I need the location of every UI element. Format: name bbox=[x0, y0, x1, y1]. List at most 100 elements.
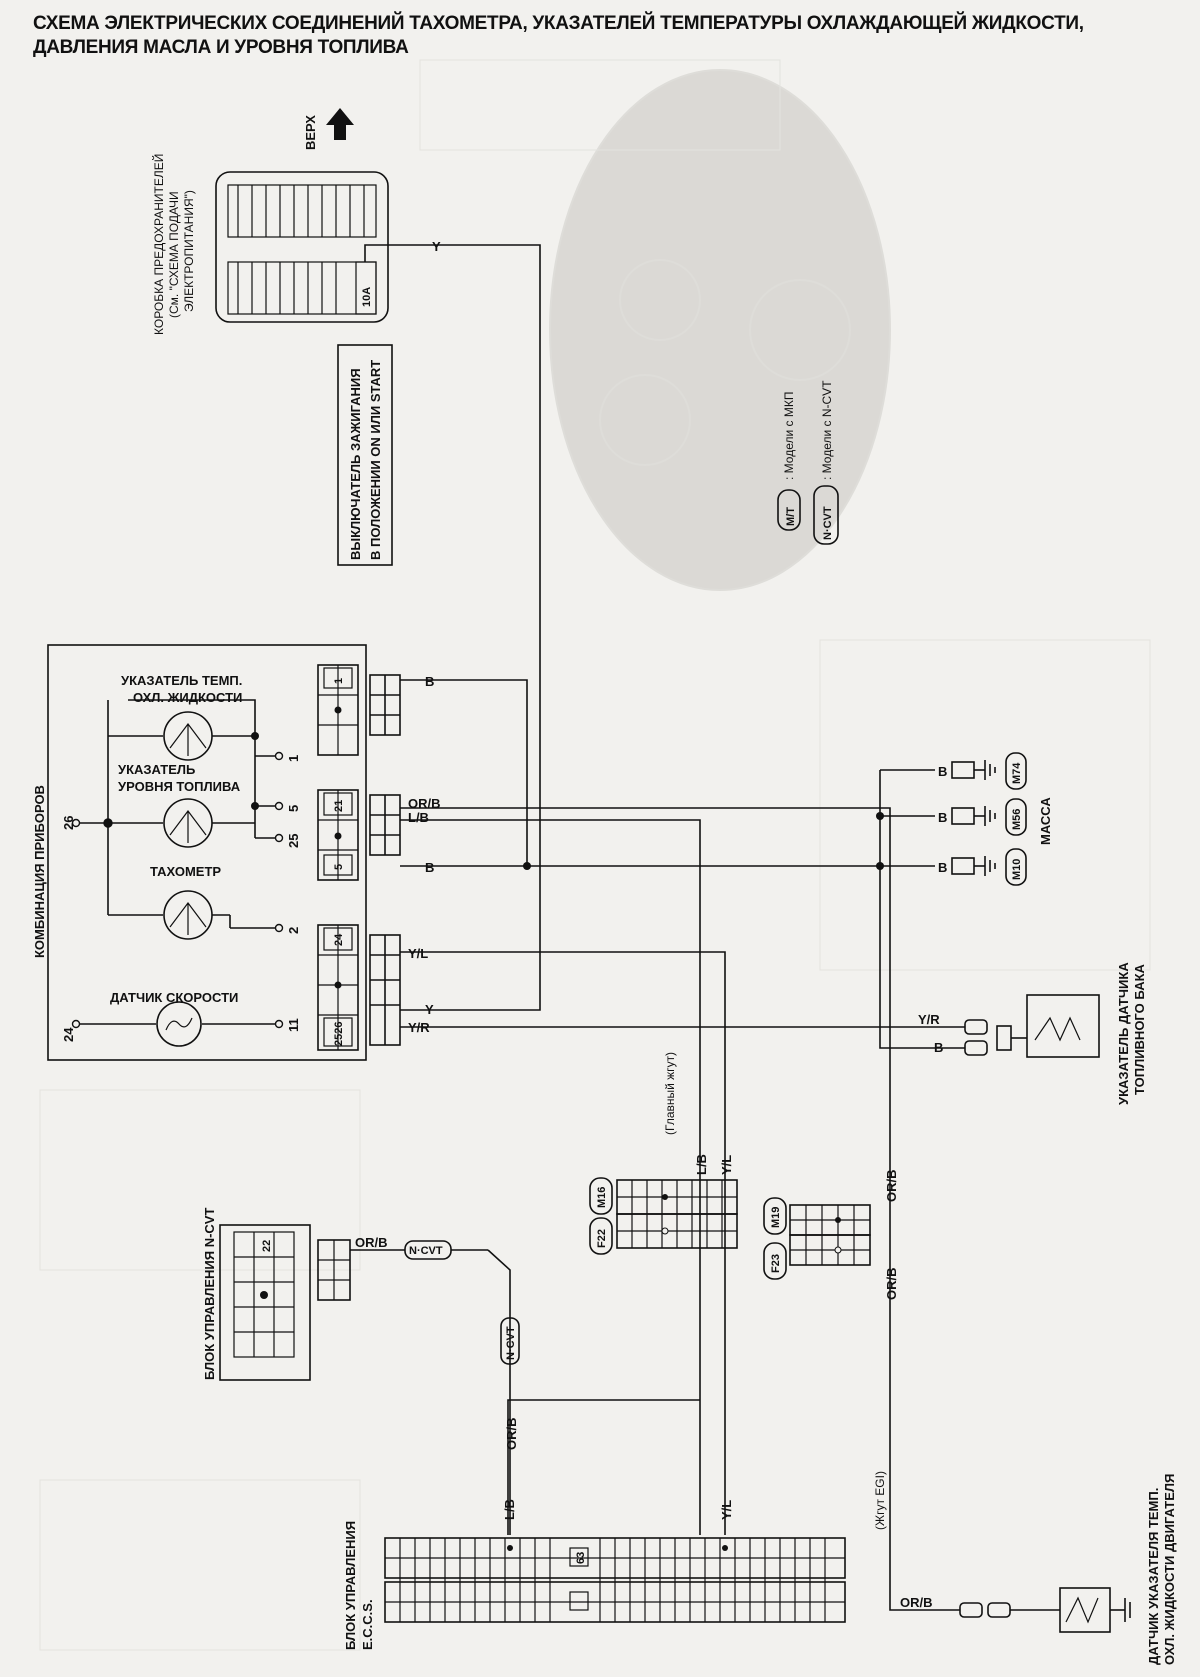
ncvt-badge-label: N·CVT bbox=[409, 1245, 443, 1257]
speed-sensor-name: ДАТЧИК СКОРОСТИ bbox=[110, 990, 238, 1005]
ncvt-badge-v-label: N·CVT bbox=[505, 1326, 517, 1360]
wiring bbox=[350, 244, 965, 1611]
connector-badge-m56: M56 bbox=[1005, 798, 1027, 836]
connector-badge-m16: M16 bbox=[589, 1177, 613, 1215]
wire-b1: B bbox=[425, 674, 434, 689]
legend-ncvt-text: : Модели с N-CVT bbox=[820, 380, 834, 480]
gauge-fuel-name-2: УРОВНЯ ТОПЛИВА bbox=[118, 779, 241, 794]
connector-f23-label: F23 bbox=[770, 1254, 782, 1273]
meter-connector-1 bbox=[317, 664, 359, 756]
up-arrow-icon bbox=[326, 108, 354, 140]
wire-lb: L/B bbox=[408, 810, 429, 825]
pin-label-25: 25 bbox=[333, 1034, 345, 1046]
ncvt-badge-vertical: N·CVT bbox=[500, 1317, 520, 1365]
temp-sensor bbox=[959, 1587, 1131, 1633]
wire-lb-ecu: L/B bbox=[502, 1499, 517, 1520]
page-title: СХЕМА ЭЛЕКТРИЧЕСКИХ СОЕДИНЕНИЙ ТАХОМЕТРА… bbox=[33, 13, 1084, 58]
connector-badge-m74: M74 bbox=[1005, 752, 1027, 790]
ecm-label-2: E.C.C.S. bbox=[360, 1599, 375, 1650]
terminal-1: 1 bbox=[286, 755, 301, 762]
wire-b-ground3: B bbox=[938, 860, 947, 875]
background-bleed bbox=[39, 59, 1151, 1651]
ncvt-control-unit bbox=[219, 1224, 351, 1381]
wire-b-ground1: B bbox=[938, 764, 947, 779]
ncvt-badge: N·CVT bbox=[404, 1240, 452, 1260]
combination-meter bbox=[47, 644, 367, 1061]
wire-yr-tank: Y/R bbox=[918, 1012, 940, 1027]
ecm-unit bbox=[384, 1537, 846, 1623]
wire-b-tank: B bbox=[934, 1040, 943, 1055]
wire-orb-vert: OR/B bbox=[884, 1170, 899, 1203]
connector-m56-label: M56 bbox=[1011, 809, 1023, 830]
wire-yr: Y/R bbox=[408, 1020, 430, 1035]
gauge-fuel-name-1: УКАЗАТЕЛЬ bbox=[118, 762, 195, 777]
ground-connectors bbox=[951, 760, 996, 876]
connector-m19-f23 bbox=[789, 1204, 871, 1266]
ignition-switch-label-1: ВЫКЛЮЧАТЕЛЬ ЗАЖИГАНИЯ bbox=[348, 368, 363, 560]
fuse-box bbox=[215, 171, 389, 323]
wire-lb-vert: L/B bbox=[694, 1154, 709, 1175]
wire-y-top: Y bbox=[432, 239, 441, 254]
meter-connector-2 bbox=[317, 789, 359, 881]
fuse-box-label-1: КОРОБКА ПРЕДОХРАНИТЕЛЕЙ bbox=[151, 154, 166, 335]
ecm-label-1: БЛОК УПРАВЛЕНИЯ bbox=[343, 1521, 358, 1650]
gauge-coolant-icon bbox=[163, 711, 213, 761]
wire-y: Y bbox=[425, 1002, 434, 1017]
meter-internal-wiring bbox=[74, 699, 276, 1025]
male-connector-3 bbox=[369, 934, 401, 1046]
terminal-5: 5 bbox=[286, 805, 301, 812]
gauge-tacho-icon bbox=[163, 890, 213, 940]
temp-sensor-label-1: ДАТЧИК УКАЗАТЕЛЯ ТЕМП. bbox=[1146, 1488, 1161, 1665]
pin-label-26: 26 bbox=[333, 1022, 345, 1034]
wire-orb-h: OR/B bbox=[884, 1268, 899, 1301]
wire-orb-sensor: OR/B bbox=[900, 1595, 933, 1610]
connector-m16-label: M16 bbox=[596, 1187, 608, 1208]
orientation-label: ВЕРХ bbox=[303, 115, 318, 150]
wire-orb: OR/B bbox=[408, 796, 441, 811]
gauge-coolant-name-1: УКАЗАТЕЛЬ ТЕМП. bbox=[121, 673, 242, 688]
legend-mt: M/T : Модели с МКП bbox=[777, 392, 801, 531]
wire-orb-ecu: OR/B bbox=[504, 1418, 519, 1451]
connector-badge-m10: M10 bbox=[1005, 848, 1027, 886]
egi-harness-label: (Жгут EGI) bbox=[873, 1471, 887, 1530]
fuse-box-label-3: ЭЛЕКТРОПИТАНИЯ") bbox=[182, 190, 196, 312]
fuel-sender-label-1: УКАЗАТЕЛЬ ДАТЧИКА bbox=[1116, 962, 1131, 1105]
connector-m19-label: M19 bbox=[770, 1207, 782, 1228]
legend-ncvt-badge: N·CVT bbox=[822, 506, 834, 540]
gauge-tacho-name: ТАХОМЕТР bbox=[150, 864, 221, 879]
pin-label-21: 21 bbox=[333, 800, 345, 812]
connector-badge-f23: F23 bbox=[763, 1242, 787, 1280]
gauge-coolant-name-2: ОХЛ. ЖИДКОСТИ bbox=[133, 690, 242, 705]
speed-sensor-icon bbox=[156, 1001, 202, 1047]
connector-badge-m19: M19 bbox=[763, 1197, 787, 1235]
wire-orb-ncvt: OR/B bbox=[355, 1235, 388, 1250]
fuse-rating: 10A bbox=[361, 287, 373, 307]
pin-label-25-26: 2526 bbox=[333, 1022, 345, 1047]
legend-mt-badge: M/T bbox=[785, 507, 797, 526]
wire-yl-vert: Y/L bbox=[719, 1155, 734, 1175]
wire-b-ground2: B bbox=[938, 810, 947, 825]
meter-connector-3 bbox=[317, 924, 359, 1051]
ncvt-unit-label: БЛОК УПРАВЛЕНИЯ N-CVT bbox=[202, 1208, 217, 1380]
connector-f22-label: F22 bbox=[596, 1229, 608, 1248]
main-harness-label: (Главный жгут) bbox=[663, 1052, 677, 1135]
male-connector-1 bbox=[369, 674, 401, 736]
terminal-25: 25 bbox=[286, 834, 301, 848]
pin-label-1: 1 bbox=[333, 678, 345, 684]
ncvt-pin: 22 bbox=[261, 1240, 273, 1252]
fuel-sender-label-2: ТОПЛИВНОГО БАКА bbox=[1132, 963, 1147, 1095]
gauge-fuel-icon bbox=[163, 798, 213, 848]
wire-yl-ecu: Y/L bbox=[719, 1500, 734, 1520]
wire-b2: B bbox=[425, 860, 434, 875]
temp-sensor-label-2: ОХЛ. ЖИДКОСТИ ДВИГАТЕЛЯ bbox=[1162, 1474, 1177, 1665]
ecm-pin: 63 bbox=[575, 1552, 587, 1564]
wire-yl: Y/L bbox=[408, 946, 428, 961]
wire-junctions bbox=[523, 812, 884, 870]
combination-meter-label: КОМБИНАЦИЯ ПРИБОРОВ bbox=[32, 785, 47, 958]
fuel-sender bbox=[964, 994, 1100, 1058]
connector-m10-label: M10 bbox=[1011, 859, 1023, 880]
terminal-24: 24 bbox=[61, 1027, 76, 1042]
male-connector-2 bbox=[369, 794, 401, 856]
pin-label-24: 24 bbox=[333, 933, 345, 946]
